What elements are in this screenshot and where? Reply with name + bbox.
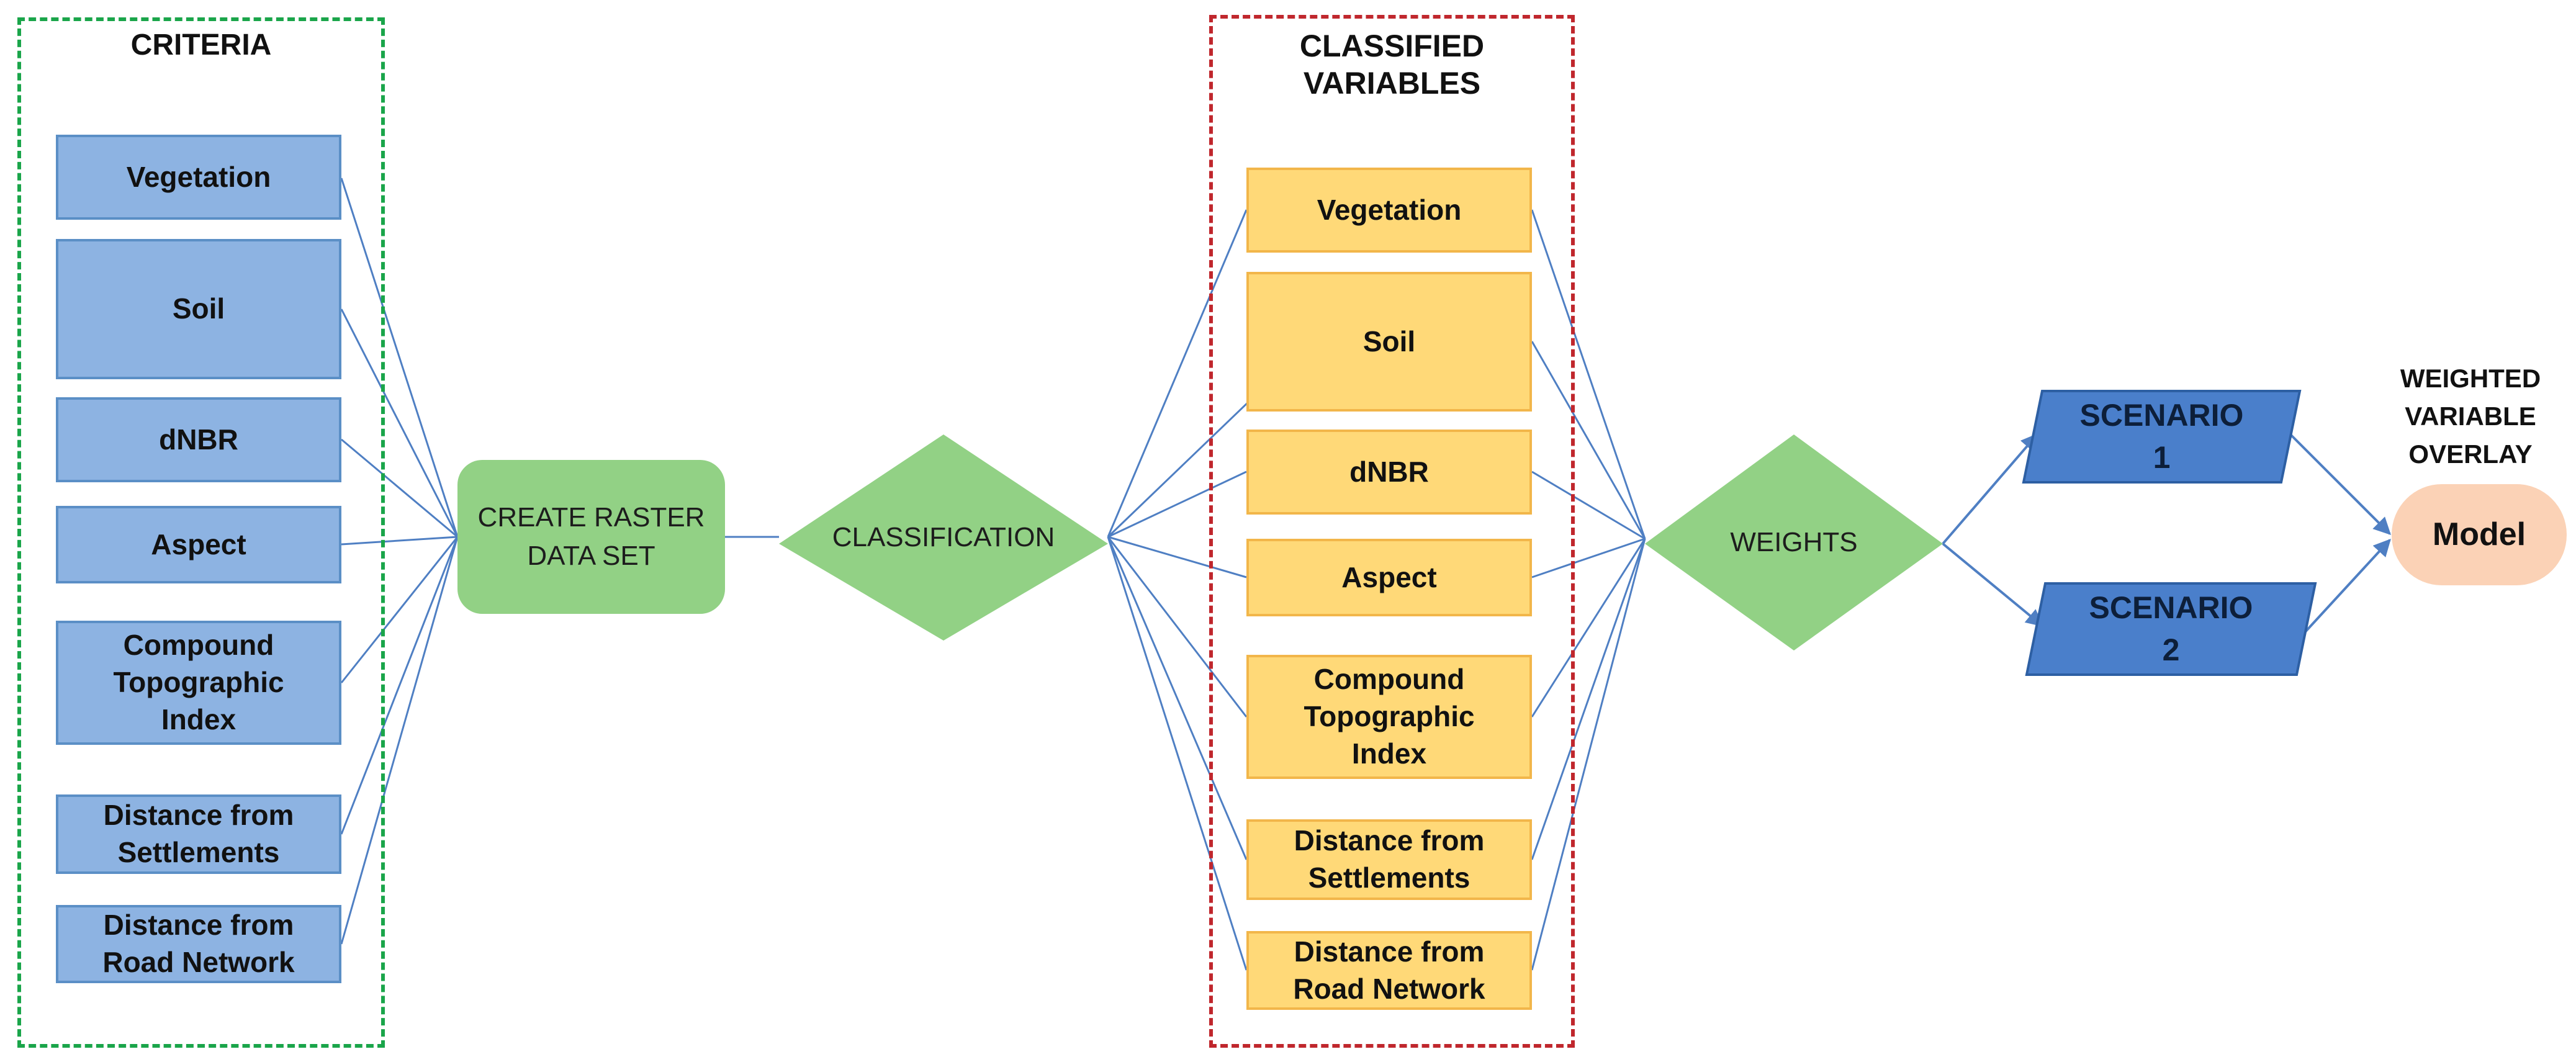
criteria-settlements-label: Distance from Settlements: [103, 799, 294, 868]
classified-variables-title: CLASSIFIED VARIABLES: [1299, 29, 1485, 101]
classified-vegetation-label: Vegetation: [1317, 193, 1462, 226]
classified-soil-label: Soil: [1362, 325, 1416, 358]
criteria-frame: [17, 17, 385, 1048]
weights-connector-1: [1531, 209, 1646, 539]
classified-compound-topographic-index: Compound Topographic Index: [1246, 655, 1532, 779]
weights-connector-7: [1531, 538, 1646, 971]
classification-connector-4: [1107, 536, 1247, 578]
criteria-dnbr: dNBR: [56, 397, 341, 482]
scenario-2-label: SCENARIO 2: [2089, 590, 2253, 667]
classification-connector-3: [1107, 470, 1247, 538]
classified-variables-frame: [1209, 15, 1575, 1048]
criteria-vegetation: Vegetation: [56, 135, 341, 220]
criteria-distance-road-network: Distance from Road Network: [56, 905, 341, 983]
classification-shape: [779, 434, 1108, 641]
create-raster-label: CREATE RASTER DATA SET: [477, 502, 705, 571]
weights-connector-5: [1531, 538, 1646, 718]
classified-road-label: Distance from Road Network: [1293, 935, 1485, 1005]
weights-connector-6: [1531, 538, 1646, 860]
classified-distance-road-network: Distance from Road Network: [1246, 931, 1532, 1010]
weighted-variable-overlay-title: WEIGHTED VARIABLE OVERLAY: [2400, 364, 2541, 469]
criteria-aspect: Aspect: [56, 506, 341, 583]
classification-label: CLASSIFICATION: [832, 522, 1055, 553]
weights-connector-2: [1531, 341, 1646, 539]
classification-connector-6: [1107, 536, 1248, 860]
model-shape: [2392, 484, 2567, 585]
classified-settlements-label: Distance from Settlements: [1294, 824, 1485, 894]
criteria-road-label: Distance from Road Network: [102, 909, 295, 978]
create-raster-shape: [457, 460, 725, 614]
classified-dnbr: dNBR: [1246, 430, 1532, 515]
weights-to-scenario-1-arrow: [1942, 433, 2038, 545]
weights-connector-4: [1531, 538, 1646, 578]
criteria-title: CRITERIA: [130, 29, 272, 61]
criteria-connector-1: [340, 178, 459, 538]
classified-aspect-label: Aspect: [1341, 560, 1437, 593]
criteria-connector-3: [341, 438, 458, 538]
criteria-dnbr-label: dNBR: [159, 423, 238, 456]
criteria-connector-2: [340, 308, 459, 538]
criteria-connector-4: [341, 536, 458, 546]
scenario-2-shape: [2025, 582, 2317, 676]
scenario-2-to-model-arrow: [2303, 538, 2391, 634]
weights-to-scenario-2-arrow: [1942, 542, 2044, 627]
classification-connector-7: [1107, 536, 1248, 971]
classification-connector-2: [1107, 384, 1268, 538]
criteria-compound-topographic-index: Compound Topographic Index: [56, 621, 341, 745]
criteria-connector-5: [340, 536, 459, 683]
classified-cti-label: Compound Topographic Index: [1304, 663, 1475, 770]
criteria-soil-label: Soil: [172, 292, 225, 325]
classification-connector-5: [1107, 536, 1248, 718]
criteria-vegetation-label: Vegetation: [126, 160, 271, 193]
scenario-1-to-model-arrow: [2289, 433, 2391, 535]
criteria-soil: Soil: [56, 239, 341, 379]
classified-soil: Soil: [1246, 272, 1532, 412]
criteria-distance-settlements: Distance from Settlements: [56, 794, 341, 874]
criteria-aspect-label: Aspect: [151, 528, 246, 560]
criteria-connector-7: [340, 536, 459, 945]
classified-distance-settlements: Distance from Settlements: [1246, 819, 1532, 900]
weights-connector-3: [1531, 470, 1646, 540]
classified-vegetation: Vegetation: [1246, 168, 1532, 253]
weights-label: WEIGHTS: [1730, 527, 1858, 558]
model-label: Model: [2432, 516, 2526, 553]
criteria-connector-6: [340, 536, 459, 835]
weights-shape: [1645, 434, 1943, 650]
scenario-1-shape: [2022, 390, 2302, 484]
criteria-cti-label: Compound Topographic Index: [113, 629, 284, 736]
scenario-1-label: SCENARIO 1: [2079, 398, 2244, 475]
classification-connector-1: [1107, 209, 1248, 538]
classified-dnbr-label: dNBR: [1349, 455, 1429, 488]
classified-aspect: Aspect: [1246, 539, 1532, 616]
